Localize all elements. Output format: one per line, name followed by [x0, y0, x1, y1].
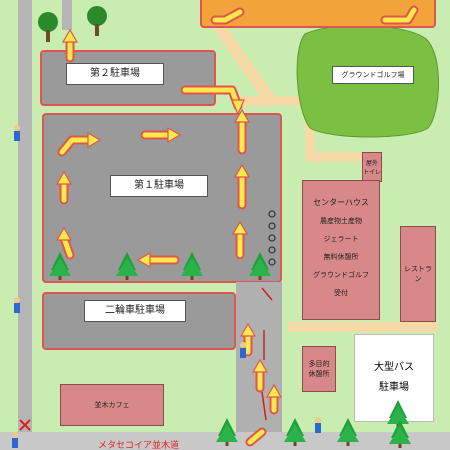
footpath-horizontal: [240, 96, 320, 106]
tree-icon: [38, 12, 58, 32]
multi-purpose-label: 多目的 休憩所: [308, 360, 330, 378]
parking-2-label: 第２駐車場: [66, 63, 164, 85]
center-house-title: センターハウス: [313, 198, 369, 207]
parking-1-label: 第１駐車場: [110, 175, 208, 197]
footpath-to-toilet: [305, 152, 365, 162]
tree-icon: [337, 418, 359, 446]
street-label: メタセコイア並木道: [98, 441, 180, 450]
footpath-bottom: [288, 322, 438, 332]
staff-person-icon: [14, 125, 20, 141]
tree-icon: [216, 418, 238, 446]
staff-person-icon: [240, 342, 246, 358]
staff-person-icon: [14, 297, 20, 313]
toilet-label: 屋外 トイレ: [363, 160, 382, 176]
cafe-label: 並木カフェ: [94, 401, 130, 409]
center-item-1: ジェラート: [323, 235, 359, 243]
bus-parking-line1: 大型バス: [374, 362, 414, 373]
top-entry-road: [62, 0, 72, 30]
bus-parking-line2: 駐車場: [379, 382, 409, 393]
cafe-building: 並木カフェ: [60, 384, 164, 426]
restaurant-building[interactable]: レストラン: [400, 226, 436, 322]
tree-icon: [87, 6, 107, 26]
bus-parking-area: 大型バス 駐車場: [354, 334, 434, 422]
arrow-icon: [55, 28, 283, 398]
car-queue-icon: [268, 210, 276, 266]
multi-purpose-building[interactable]: 多目的 休憩所: [302, 346, 336, 392]
center-item-0: 農産物土産物: [320, 217, 362, 225]
no-entry-x-icon: [19, 419, 31, 431]
staff-person-icon: [315, 417, 321, 433]
restaurant-label: レストラン: [404, 265, 432, 283]
tree-icon: [95, 24, 99, 36]
tree-icon: [181, 252, 203, 280]
center-item-3: グラウンドゴルフ: [313, 271, 369, 279]
tree-icon: [249, 252, 271, 280]
left-road: [18, 0, 32, 450]
cone-barrier-icon: [261, 287, 273, 421]
tree-icon: [46, 30, 50, 42]
center-item-2: 無料休憩所: [323, 253, 359, 261]
toilet-building: 屋外 トイレ: [362, 152, 382, 182]
tree-icon: [389, 420, 411, 448]
staff-person-icon: [12, 432, 18, 448]
ground-golf-label: グラウンドゴルフ場: [332, 66, 414, 84]
bike-parking-label: 二輪車駐車場: [84, 300, 186, 322]
tree-icon: [116, 252, 138, 280]
tree-icon: [284, 418, 306, 446]
tree-icon: [387, 400, 409, 428]
center-item-4: 受付: [334, 289, 348, 297]
center-house-building[interactable]: センターハウス 農産物土産物 ジェラート 無料休憩所 グラウンドゴルフ 受付: [302, 180, 380, 320]
